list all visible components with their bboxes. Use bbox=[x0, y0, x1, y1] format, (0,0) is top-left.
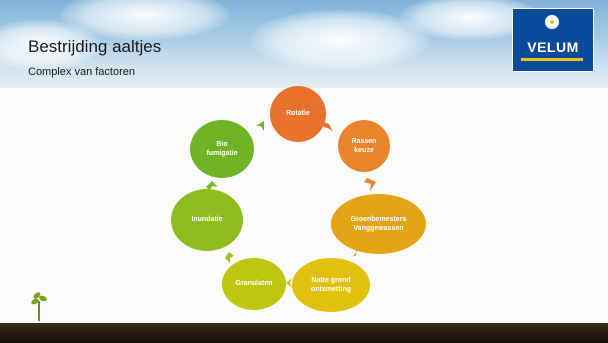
arrow-5-shape bbox=[225, 252, 234, 263]
sprout-icon bbox=[30, 291, 48, 323]
velum-logo: VELUM bbox=[512, 8, 594, 72]
arrow-4-shape bbox=[286, 278, 292, 288]
node-bio-fumigatie: Bio fumigatie bbox=[190, 120, 254, 178]
node-inundatie: Inundatie bbox=[171, 189, 243, 251]
node-groenbemesters: Groenbemesters Vanggewassen bbox=[331, 194, 426, 254]
page-subtitle: Complex van factoren bbox=[28, 66, 135, 78]
arrow-1-shape bbox=[320, 121, 333, 132]
title-box: Bestrijding aaltjes Complex van factoren bbox=[18, 28, 188, 90]
soil-strip bbox=[0, 323, 608, 343]
arrow-3-shape bbox=[353, 246, 364, 256]
arrow-7-shape bbox=[256, 121, 264, 131]
arrow-6-shape bbox=[206, 181, 218, 190]
node-rotatie: Rotatie bbox=[270, 86, 326, 142]
arrow-2-shape bbox=[364, 178, 376, 191]
node-rassen-keuze: Rassen keuze bbox=[338, 120, 390, 172]
node-natte-grond: Natte grond ontsmetting bbox=[292, 258, 370, 312]
logo-accent-bar bbox=[521, 58, 583, 61]
page-title: Bestrijding aaltjes bbox=[28, 37, 162, 56]
sky-banner bbox=[0, 0, 608, 88]
logo-text: VELUM bbox=[527, 39, 579, 55]
node-granulaten: Granulaten bbox=[222, 258, 286, 310]
